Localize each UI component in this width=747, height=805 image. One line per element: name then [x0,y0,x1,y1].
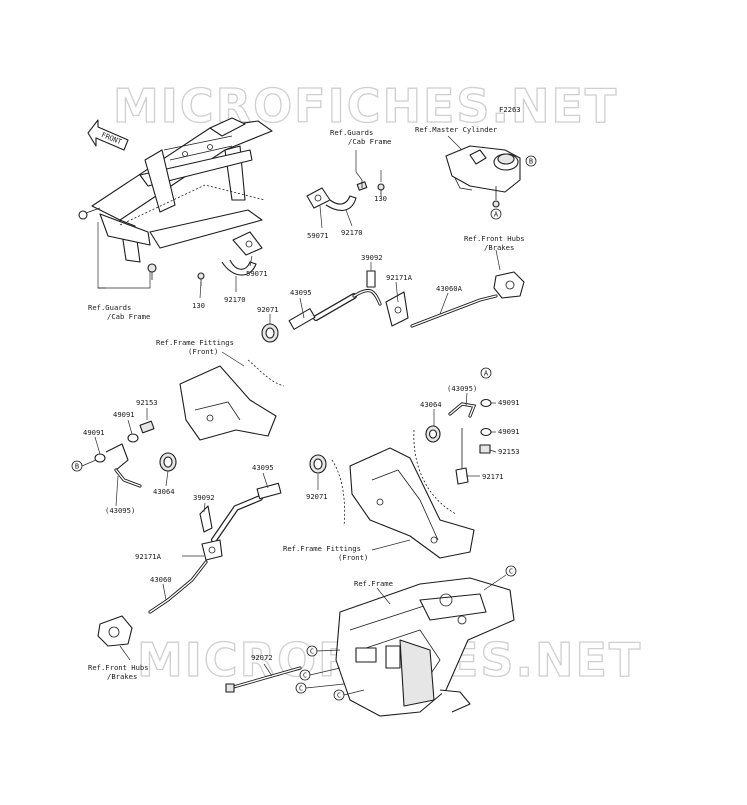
svg-text:Ref.Front Hubs: Ref.Front Hubs [88,663,149,672]
svg-text:A: A [494,211,499,219]
svg-text:B: B [75,463,79,471]
part-130-b: 130 [192,301,205,310]
part-43064-a: 43064 [153,487,175,496]
part-43095-paren-b: (43095) [447,384,477,393]
part-59071-b: 59071 [246,269,268,278]
svg-text:(Front): (Front) [188,347,218,356]
right-brake-fitting-group [425,398,492,485]
ref-label-frame-fittings-bottom: Ref.Frame Fittings (Front) [283,544,368,562]
svg-text:(Front): (Front) [338,553,368,562]
clamp-bracket-lower [197,231,263,286]
svg-text:C: C [310,648,314,656]
clamp-bracket-upper [306,180,385,211]
part-43095-paren-a: (43095) [105,506,135,515]
svg-text:/Cab Frame: /Cab Frame [107,312,150,321]
frame-assembly-bottom [335,577,515,717]
master-cylinder [445,145,521,208]
part-39092-b: 39092 [193,493,215,502]
callout-c-frame-2: C [306,645,318,657]
svg-text:/Cab Frame: /Cab Frame [348,137,391,146]
cab-frame-guard-assembly [78,117,273,280]
part-49091-b: 49091 [83,428,105,437]
frame-fitting-right [331,429,475,559]
part-59071-a: 59071 [307,231,329,240]
front-hub-caliper-left [97,615,133,647]
leader-lines [81,135,507,696]
part-130-a: 130 [374,194,387,203]
svg-text:Ref.Frame Fittings: Ref.Frame Fittings [156,338,234,347]
ref-label-guards-left: Ref.Guards /Cab Frame [88,303,150,321]
part-92171: 92171 [482,472,504,481]
svg-text:/Brakes: /Brakes [107,672,137,681]
svg-text:Ref.Front Hubs: Ref.Front Hubs [464,234,525,243]
part-49091-a: 49091 [113,410,135,419]
svg-text:Ref.Guards: Ref.Guards [88,303,131,312]
callout-c-frame-1: C [505,565,517,577]
callout-a-master: A [490,208,502,220]
svg-text:A: A [484,370,489,378]
watermark-top: MICROFICHES.NET [113,79,618,133]
ref-label-frame-fittings-top: Ref.Frame Fittings (Front) [156,338,234,356]
part-92171a-a: 92171A [386,273,413,282]
brake-line-43060A [410,271,525,328]
part-92170-a: 92170 [341,228,363,237]
part-92071-b: 92071 [306,492,328,501]
left-brake-fitting-group [94,420,177,488]
part-43064-b: 43064 [420,400,442,409]
cable-tie-92072 [225,666,302,693]
svg-text:C: C [303,672,307,680]
svg-text:/Brakes: /Brakes [484,243,514,252]
part-43060: 43060 [150,575,172,584]
part-92153-b: 92153 [498,447,520,456]
svg-text:B: B [529,158,533,166]
part-43060a: 43060A [436,284,463,293]
part-92153-a: 92153 [136,398,158,407]
part-49091-d: 49091 [498,427,520,436]
part-92170-b: 92170 [224,295,246,304]
svg-text:C: C [509,568,513,576]
callout-a-right: A [480,367,492,379]
brake-hose-left-lower [148,482,282,614]
callout-c-frame-5: C [333,689,345,701]
svg-text:C: C [299,685,303,693]
ref-label-front-hubs-bottom: Ref.Front Hubs /Brakes [88,663,149,681]
ref-label-guards-top: Ref.Guards /Cab Frame [330,128,391,146]
callout-c-frame-4: C [295,682,307,694]
part-92071-a: 92071 [257,305,279,314]
brake-hose-right-upper [288,270,409,330]
grommet-lower [309,454,327,474]
ref-label-frame: Ref.Frame [354,579,393,588]
callout-b-master: B [525,155,537,167]
part-92072: 92072 [251,653,273,662]
part-49091-c: 49091 [498,398,520,407]
part-39092-a: 39092 [361,253,383,262]
ref-label-master-cylinder: Ref.Master Cylinder [415,125,498,134]
svg-text:Ref.Frame Fittings: Ref.Frame Fittings [283,544,361,553]
diagram-id: F2263 [499,105,521,114]
part-43095-b: 43095 [252,463,274,472]
svg-text:Ref.Guards: Ref.Guards [330,128,373,137]
svg-text:C: C [337,692,341,700]
part-43095-a: 43095 [290,288,312,297]
ref-label-front-hubs-top: Ref.Front Hubs /Brakes [464,234,525,252]
callout-b-left: B [71,460,83,472]
grommet-upper [261,323,279,343]
part-92171a-b: 92171A [135,552,162,561]
frame-fitting-left [179,359,285,441]
callout-c-frame-3: C [299,669,311,681]
